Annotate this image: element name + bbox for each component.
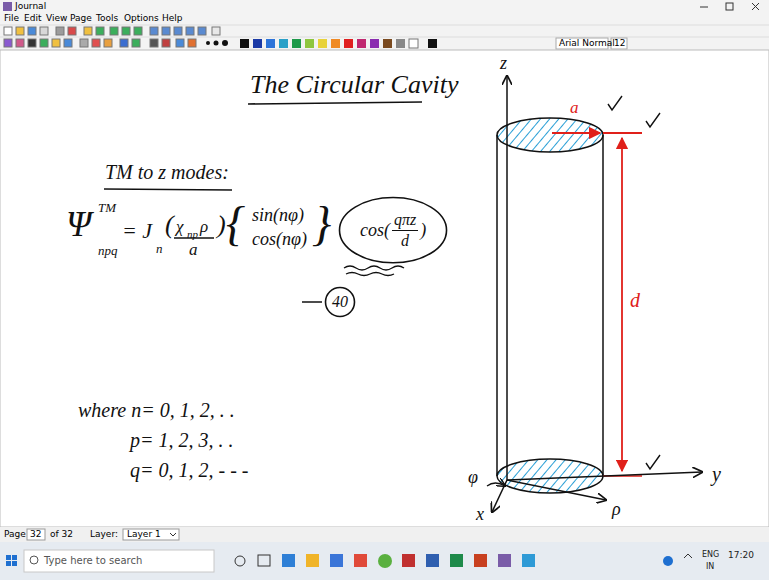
superscript: TM xyxy=(98,201,116,214)
page-number: 32 xyxy=(30,530,41,539)
equation-number: 40 xyxy=(332,294,348,310)
math-symbol: Ψ xyxy=(66,206,91,242)
axis-label: y xyxy=(712,464,721,484)
search-box: Type here to search xyxy=(44,556,142,566)
math-symbol: χ xyxy=(176,218,183,235)
window-controls xyxy=(700,3,759,10)
font-name: Arial Normal xyxy=(559,39,615,48)
layer-select: Layer 1 xyxy=(127,530,161,539)
index-range: q= 0, 1, 2, - - - xyxy=(130,460,248,480)
status-text: Layer: xyxy=(90,530,118,539)
brace: { xyxy=(226,200,245,248)
denominator: d xyxy=(401,231,409,249)
taskbar xyxy=(0,542,769,580)
page-title: The Circular Cavity xyxy=(250,72,458,98)
angle-label: φ xyxy=(468,468,478,486)
window-chrome xyxy=(0,0,769,50)
section-heading: TM to z modes: xyxy=(105,162,229,182)
numerator: qπz xyxy=(392,212,418,231)
math-term: sin(nφ) xyxy=(252,206,304,224)
heading-underline xyxy=(104,189,232,190)
math-symbol: a xyxy=(189,241,198,258)
bracket: ( xyxy=(165,212,174,238)
equation-dash xyxy=(302,301,322,303)
status-bar xyxy=(0,527,769,542)
menu-item: Tools xyxy=(96,14,118,23)
axis-label: z xyxy=(500,54,507,72)
menu-item: Options xyxy=(124,14,159,23)
status-text: Page xyxy=(4,530,26,539)
title-underline xyxy=(248,102,422,104)
journal-page xyxy=(0,50,769,527)
subscript: n xyxy=(156,242,163,255)
tray-text: ENG xyxy=(702,551,719,559)
bracket: ) xyxy=(217,212,226,238)
clock: 17:20 xyxy=(728,551,754,560)
taskbar-icons xyxy=(6,550,692,572)
menu-item: File xyxy=(4,14,19,23)
subscript: npq xyxy=(98,244,118,257)
font-size: 12 xyxy=(614,39,625,48)
subscript: np xyxy=(187,229,198,240)
math-term: cos(nφ) xyxy=(252,230,307,248)
emphasis-scribble xyxy=(344,266,404,276)
cylinder-figure xyxy=(487,76,702,512)
dimension-label: d xyxy=(630,290,640,310)
axis-label: x xyxy=(476,505,484,523)
toolbar-icons xyxy=(4,27,627,49)
math-symbol: ρ xyxy=(200,218,208,235)
brace: } xyxy=(312,200,331,248)
menu-item: Page xyxy=(70,14,92,23)
index-range: p= 1, 2, 3, . . xyxy=(130,430,234,450)
menu-item: Edit xyxy=(24,14,41,23)
fraction: qπzd xyxy=(392,212,418,249)
axis-label: ρ xyxy=(612,500,621,518)
circled-term: cos(qπzd) xyxy=(338,196,448,264)
math-symbol: = J xyxy=(122,220,152,242)
menu-item: View xyxy=(46,14,67,23)
tray-text: IN xyxy=(706,563,714,571)
app-icon xyxy=(3,2,12,11)
index-range: where n= 0, 1, 2, . . xyxy=(78,400,235,420)
dimension-label: a xyxy=(570,99,579,116)
bracket: ) xyxy=(420,221,426,239)
menu-item: Help xyxy=(162,14,183,23)
status-text: of 32 xyxy=(50,530,73,539)
app-title: Journal xyxy=(15,2,46,11)
equation-number: 40 xyxy=(324,286,356,318)
math-term: cos( xyxy=(360,221,390,239)
